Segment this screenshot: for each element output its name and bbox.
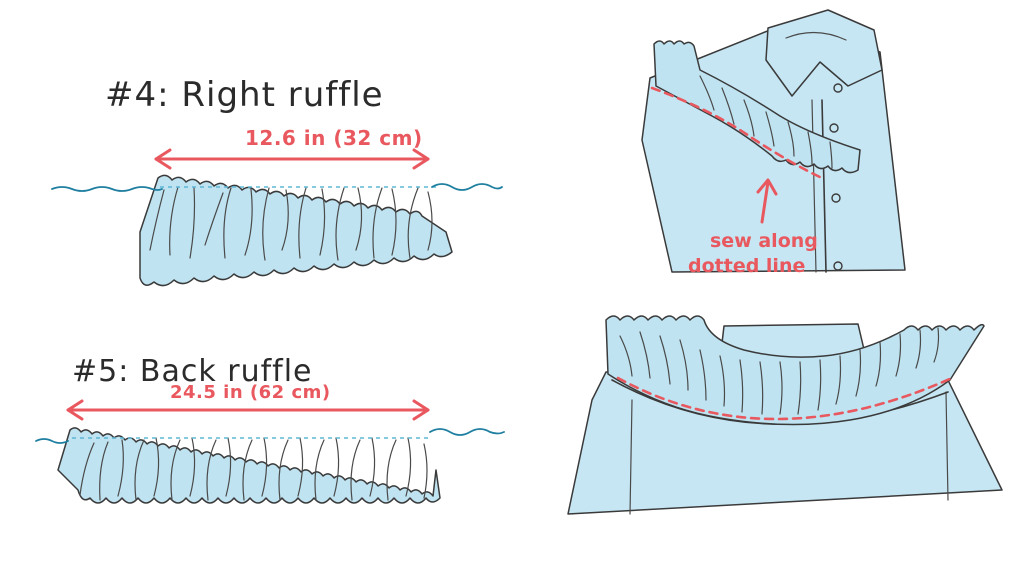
right-ruffle-thread — [51, 183, 503, 192]
right-ruffle-fabric — [139, 174, 453, 287]
back-ruffle-measurement: 24.5 in (62 cm) — [170, 382, 331, 403]
shoulder-ruffle-illustration: sew along dotted line — [641, 9, 906, 277]
sew-instruction-line1: sew along — [710, 230, 818, 252]
shoulder-sew-line — [650, 86, 824, 180]
right-ruffle-title: #4: Right ruffle — [105, 75, 384, 115]
sew-instruction-arrow — [756, 178, 778, 224]
right-ruffle-panel: #4: Right ruffle 12.6 in (32 cm) — [51, 75, 503, 287]
back-ruffle-thread — [35, 428, 505, 444]
shoulder-ruffle — [653, 40, 861, 174]
back-ruffle-measure-arrow — [66, 399, 430, 421]
back-sew-line — [616, 376, 954, 421]
back-ruffle-panel: #5: Back ruffle 24.5 in (62 cm) — [35, 354, 505, 504]
back-ruffle-folds — [79, 437, 428, 501]
right-ruffle-folds — [149, 186, 433, 261]
back-ruffle-illustration — [567, 315, 1003, 515]
shirt-buttons — [829, 83, 843, 271]
sew-instruction-line2: dotted line — [688, 255, 805, 277]
back-ruffle-fabric — [57, 427, 441, 504]
right-ruffle-measure-arrow — [154, 148, 430, 170]
back-ruffle-gathered — [605, 315, 985, 426]
shirt-collar — [765, 9, 883, 97]
right-ruffle-measurement: 12.6 in (32 cm) — [245, 126, 423, 150]
back-ruffle-title: #5: Back ruffle — [72, 354, 313, 389]
